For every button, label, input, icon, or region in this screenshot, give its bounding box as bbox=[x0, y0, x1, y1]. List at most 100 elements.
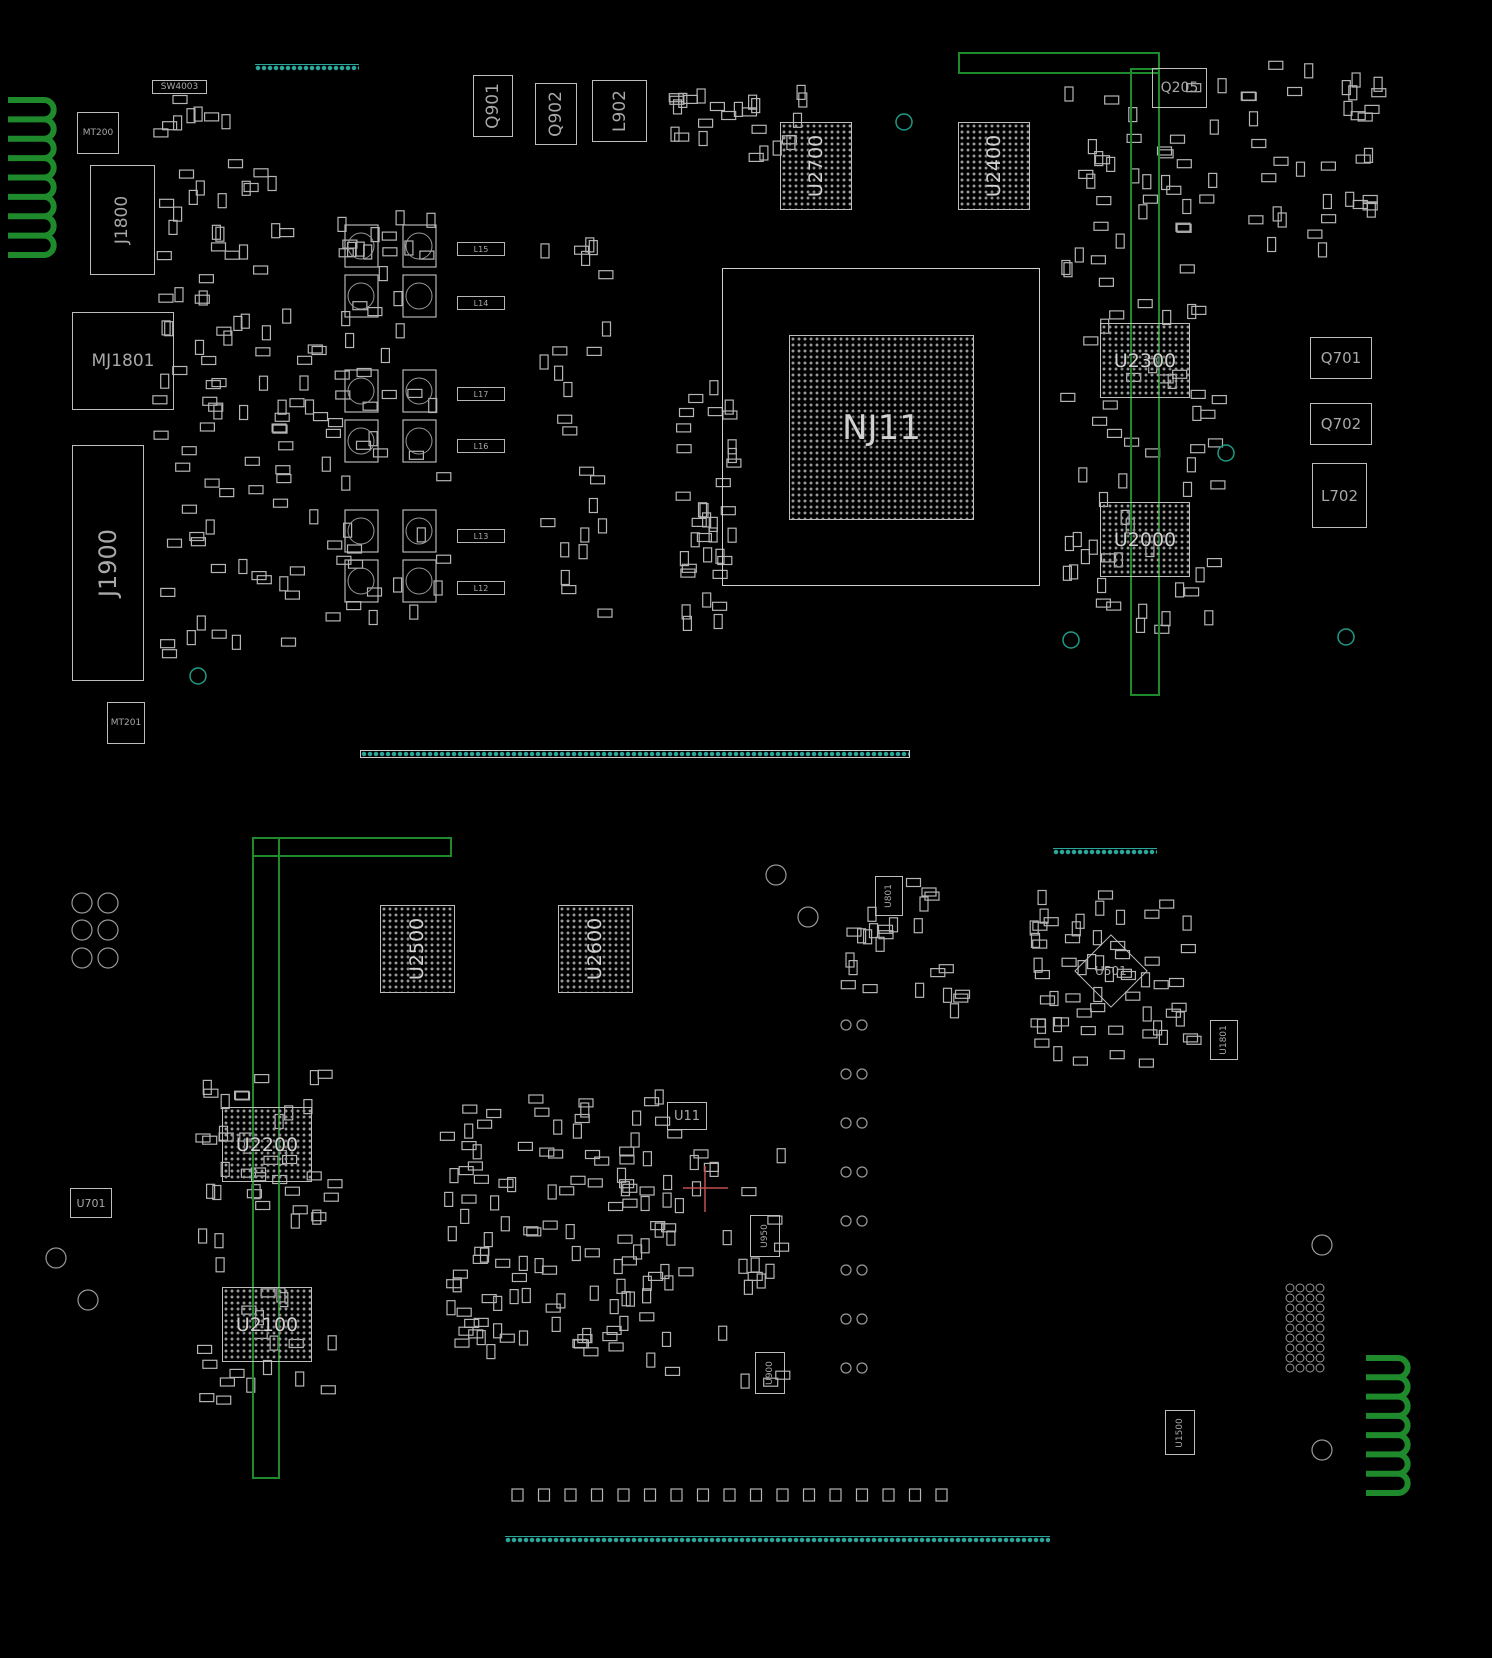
green-outline-top bbox=[958, 52, 1160, 74]
smd-pad bbox=[299, 375, 309, 391]
teal-via bbox=[189, 667, 207, 685]
via-array bbox=[1285, 1283, 1295, 1293]
transistor-q205[interactable]: Q205 bbox=[1152, 68, 1207, 108]
chip-u701[interactable]: U701 bbox=[70, 1188, 112, 1218]
inductor-l12[interactable]: L12 bbox=[457, 581, 505, 595]
transistor-q902[interactable]: Q902 bbox=[535, 83, 577, 145]
component-label: Q205 bbox=[1160, 80, 1199, 96]
chip-u11[interactable]: U11 bbox=[667, 1102, 707, 1130]
smd-pad bbox=[311, 1212, 327, 1222]
memory-chip-u2600[interactable]: U2600 bbox=[558, 905, 633, 993]
via-array bbox=[1315, 1293, 1325, 1303]
smd-pad bbox=[172, 365, 188, 376]
memory-chip-u2300[interactable]: U2300 bbox=[1100, 323, 1190, 398]
via bbox=[97, 947, 119, 969]
smd-pad bbox=[660, 1223, 677, 1233]
smd-pad bbox=[699, 503, 709, 519]
smd-pad bbox=[1032, 939, 1048, 949]
inductor-l17[interactable]: L17 bbox=[457, 387, 505, 401]
gpu-chip[interactable]: NJ11 bbox=[789, 335, 974, 520]
transistor-q901[interactable]: Q901 bbox=[473, 75, 513, 137]
smd-pad bbox=[905, 877, 922, 888]
memory-chip-u2200[interactable]: U2200 bbox=[222, 1107, 312, 1182]
smd-pad bbox=[1320, 161, 1337, 171]
memory-chip-u2500[interactable]: U2500 bbox=[380, 905, 455, 993]
memory-chip-u2000[interactable]: U2000 bbox=[1100, 502, 1190, 577]
smd-pad bbox=[312, 1209, 322, 1225]
transistor-q702[interactable]: Q702 bbox=[1310, 403, 1372, 445]
smd-pad bbox=[213, 404, 223, 420]
smd-pad bbox=[1096, 196, 1112, 206]
via-array bbox=[1305, 1313, 1315, 1323]
smd-pad bbox=[1273, 156, 1289, 166]
smd-pad bbox=[718, 1325, 728, 1341]
smd-pad bbox=[678, 407, 695, 418]
smd-pad bbox=[689, 1154, 699, 1171]
smd-pad bbox=[194, 339, 205, 355]
smd-pad bbox=[1144, 956, 1160, 966]
mount-hole-mt200[interactable]: MT200 bbox=[77, 112, 119, 154]
smd-pad bbox=[199, 422, 215, 432]
smd-pad bbox=[289, 398, 305, 408]
memory-chip-u2700[interactable]: U2700 bbox=[780, 122, 852, 210]
inductor-l15[interactable]: L15 bbox=[457, 242, 505, 256]
mosfet-package bbox=[344, 369, 379, 413]
smd-pad bbox=[1138, 603, 1148, 619]
chip-u900[interactable]: U900 bbox=[755, 1352, 785, 1394]
mount-hole-mt201[interactable]: MT201 bbox=[107, 702, 145, 744]
chip-u801[interactable]: U801 bbox=[875, 876, 903, 916]
smd-pad bbox=[160, 587, 176, 598]
smd-pad bbox=[661, 1331, 672, 1348]
inductor-l14[interactable]: L14 bbox=[457, 296, 505, 310]
smd-pad bbox=[190, 537, 206, 547]
connector-j1900[interactable]: J1900 bbox=[72, 445, 144, 681]
inductor-l16[interactable]: L16 bbox=[457, 439, 505, 453]
smd-pad bbox=[646, 1352, 656, 1368]
via bbox=[71, 947, 93, 969]
smd-pad bbox=[297, 355, 313, 365]
edge-pad bbox=[696, 1488, 710, 1502]
component-label: U2200 bbox=[235, 1133, 299, 1156]
via-array bbox=[1305, 1333, 1315, 1343]
smd-pad bbox=[279, 228, 295, 238]
transistor-q701[interactable]: Q701 bbox=[1310, 337, 1372, 379]
smd-pad bbox=[239, 404, 249, 421]
smd-pad bbox=[181, 504, 197, 514]
smd-pad bbox=[1116, 968, 1133, 978]
chip-u1801[interactable]: U1801 bbox=[1210, 1020, 1238, 1060]
smd-pad bbox=[1137, 299, 1153, 309]
smd-pad bbox=[1095, 900, 1105, 916]
chip-u1500[interactable]: U1500 bbox=[1165, 1410, 1195, 1455]
mosfet-outline bbox=[347, 282, 375, 310]
chip-u950[interactable]: U950 bbox=[750, 1215, 780, 1257]
component-label: U2500 bbox=[406, 917, 429, 981]
smd-pad bbox=[304, 399, 315, 415]
smd-pad bbox=[691, 1181, 702, 1197]
smd-pad bbox=[1286, 86, 1303, 97]
smd-pad bbox=[500, 1216, 510, 1232]
smd-pad bbox=[370, 227, 380, 243]
smd-pad bbox=[210, 563, 226, 574]
smd-pad bbox=[1373, 76, 1383, 92]
smd-pad bbox=[709, 380, 719, 396]
smd-pad bbox=[796, 84, 806, 101]
memory-chip-u2100[interactable]: U2100 bbox=[222, 1287, 312, 1362]
component-label: U501 bbox=[1095, 964, 1127, 978]
smd-pad bbox=[159, 198, 175, 208]
memory-chip-u2400[interactable]: U2400 bbox=[958, 122, 1030, 210]
smd-pad bbox=[381, 231, 397, 241]
via-array bbox=[1295, 1303, 1305, 1313]
connector-j1800[interactable]: J1800 bbox=[90, 165, 155, 275]
via-array bbox=[1285, 1303, 1295, 1313]
mosfet-outline bbox=[347, 517, 375, 545]
inductor-l902[interactable]: L902 bbox=[592, 80, 647, 142]
inductor-l702[interactable]: L702 bbox=[1312, 463, 1367, 528]
switch-sw4003[interactable]: SW4003 bbox=[152, 80, 207, 94]
inductor-l13[interactable]: L13 bbox=[457, 529, 505, 543]
smd-pad bbox=[320, 1385, 336, 1395]
smd-pad bbox=[643, 1097, 660, 1107]
component-label: U950 bbox=[759, 1224, 770, 1248]
smd-pad bbox=[583, 1347, 599, 1357]
connector-mj1801[interactable]: MJ1801 bbox=[72, 312, 174, 410]
smd-pad bbox=[447, 1226, 457, 1242]
